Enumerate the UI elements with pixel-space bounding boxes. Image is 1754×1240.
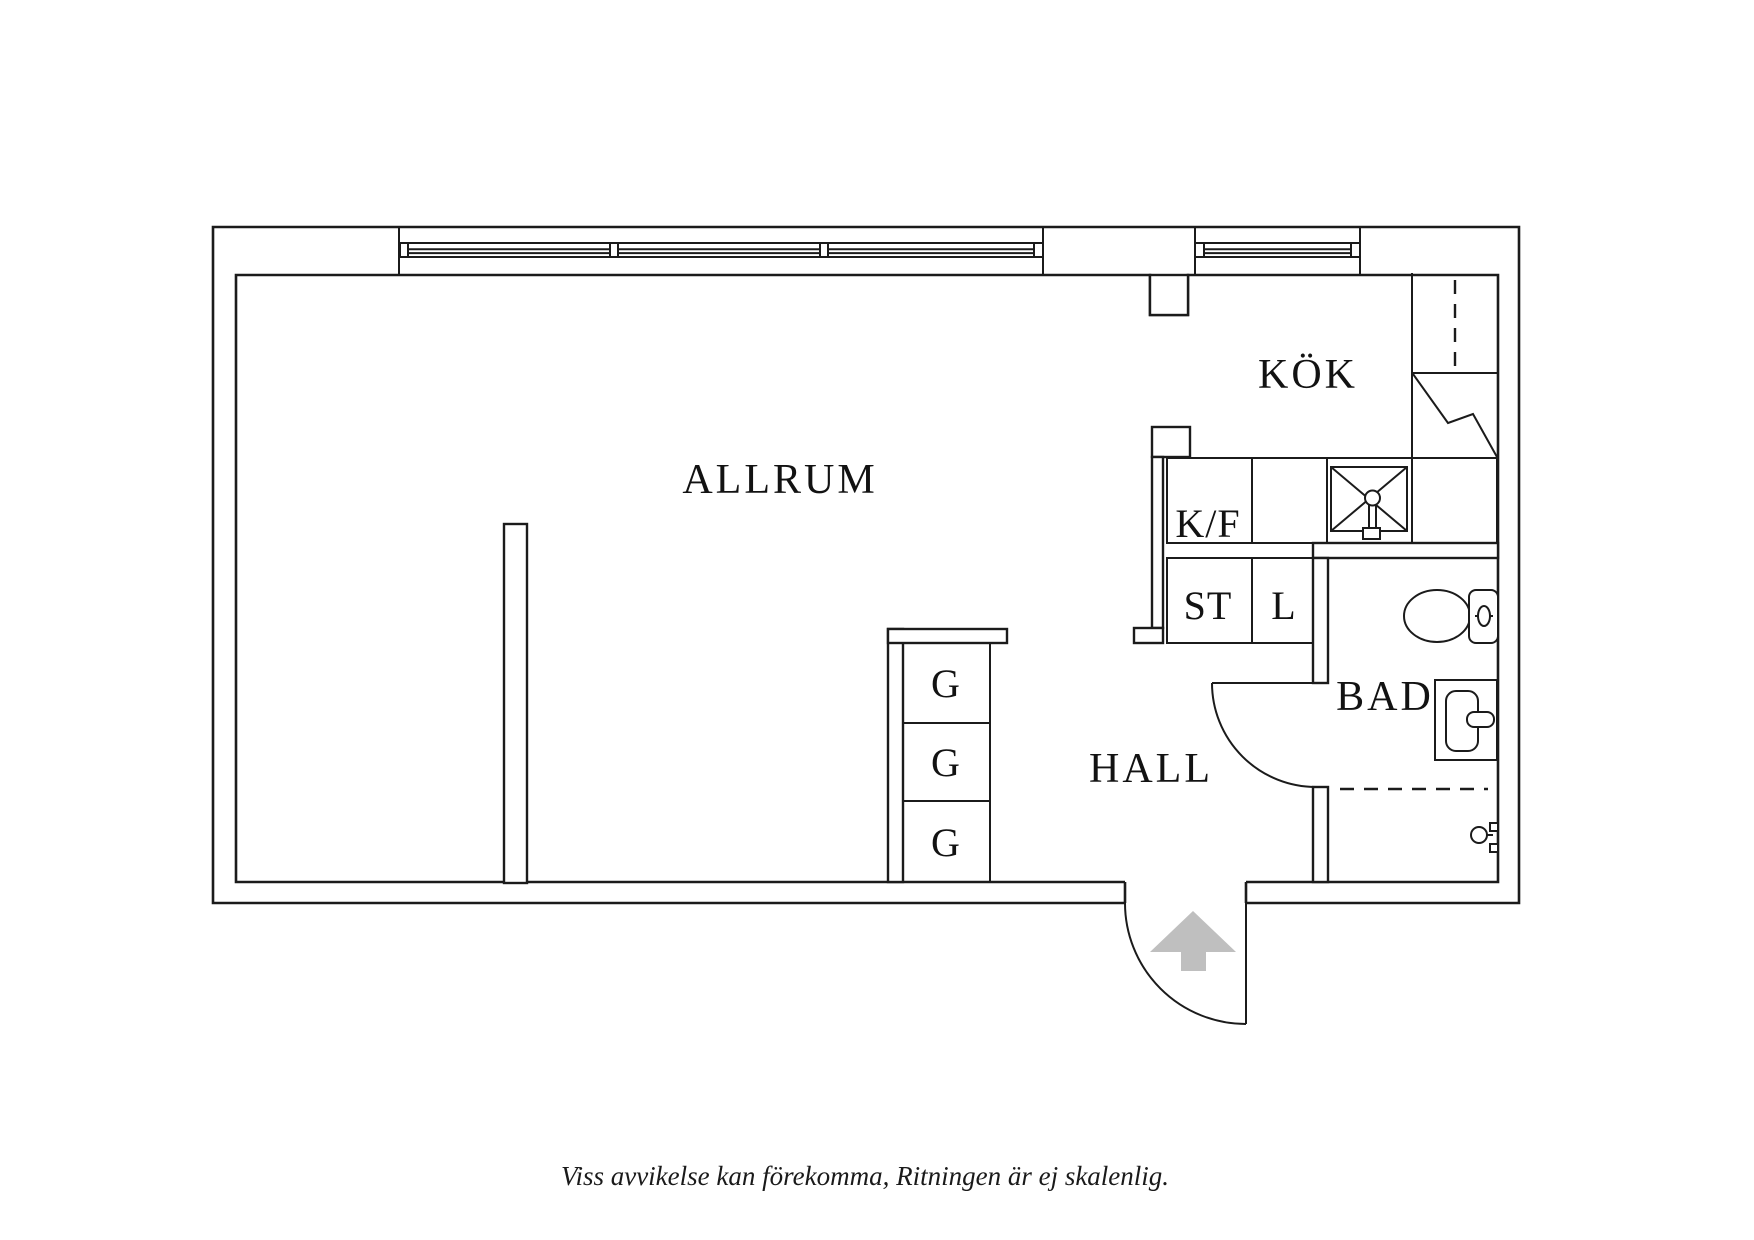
kitchen-sink-icon [1330, 466, 1408, 540]
kitchen-pillar [1148, 273, 1190, 317]
bathroom-wall-left-upper [1311, 556, 1330, 685]
cabinet-label-kf: K/F [1175, 501, 1240, 546]
entrance-door [1124, 902, 1247, 1025]
allrum-partition-wall [502, 522, 529, 885]
window-strip-right [1194, 227, 1361, 275]
cabinet-label-l: L [1271, 583, 1296, 628]
room-label-bad: BAD [1336, 674, 1434, 720]
room-label-kok: KÖK [1258, 352, 1358, 398]
disclaimer-caption: Viss avvikelse kan förekomma, Ritningen … [561, 1161, 1169, 1191]
cabinet-zigzag-icon [1412, 373, 1498, 458]
wardrobe-column [886, 627, 1009, 884]
wardrobe-label-3: G [931, 820, 961, 865]
outer-wall-outline [211, 225, 1521, 905]
bathroom-wall-left-lower [1311, 785, 1330, 884]
wardrobe-label-2: G [931, 740, 961, 785]
toilet-icon [1403, 589, 1499, 644]
wardrobe-label-1: G [931, 661, 961, 706]
window-strip-left [398, 227, 1044, 275]
room-label-hall: HALL [1089, 746, 1213, 792]
room-label-allrum: ALLRUM [682, 457, 877, 503]
cabinet-label-st: ST [1184, 583, 1233, 628]
bathroom-door [1211, 682, 1317, 788]
entrance-door-swing-arc [1124, 902, 1247, 1025]
bathroom-sink-icon [1434, 679, 1498, 761]
bathroom-walls [1311, 541, 1500, 884]
entrance-arrow-icon [1150, 911, 1236, 971]
bathroom-door-swing-arc [1211, 682, 1317, 788]
kitchen-tall-cabinet [1411, 273, 1498, 458]
water-tap-icon [1470, 822, 1499, 853]
kitchen-partition-wall [1132, 425, 1192, 645]
bathroom-wall-top [1311, 541, 1500, 560]
